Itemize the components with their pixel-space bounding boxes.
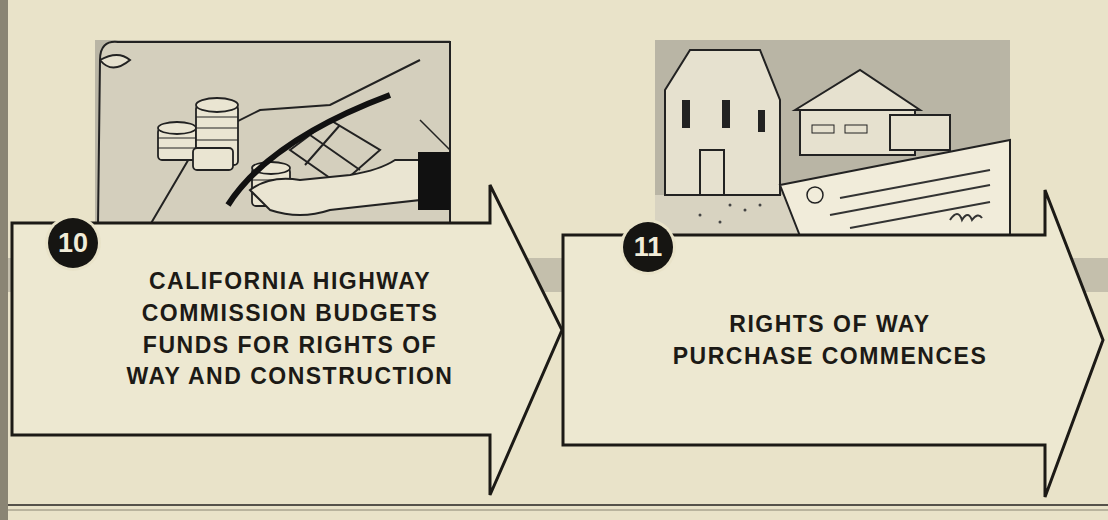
step-text: RIGHTS OF WAY PURCHASE COMMENCES [658,309,1003,372]
purchase-picture [655,40,1010,236]
callout-number: 11 [634,232,663,263]
text-area: RIGHTS OF WAY PURCHASE COMMENCES [620,240,1040,442]
callout-number: 10 [58,228,88,259]
budget-picture [95,40,450,225]
page-edge [0,0,8,520]
step-number: 11 [623,222,673,272]
rule-line [8,504,1108,506]
step-text: CALIFORNIA HIGHWAY COMMISSION BUDGETS FU… [125,266,455,393]
text-area: CALIFORNIA HIGHWAY COMMISSION BUDGETS FU… [95,227,485,432]
step-number: 10 [48,218,98,268]
rule-line [8,510,1108,511]
